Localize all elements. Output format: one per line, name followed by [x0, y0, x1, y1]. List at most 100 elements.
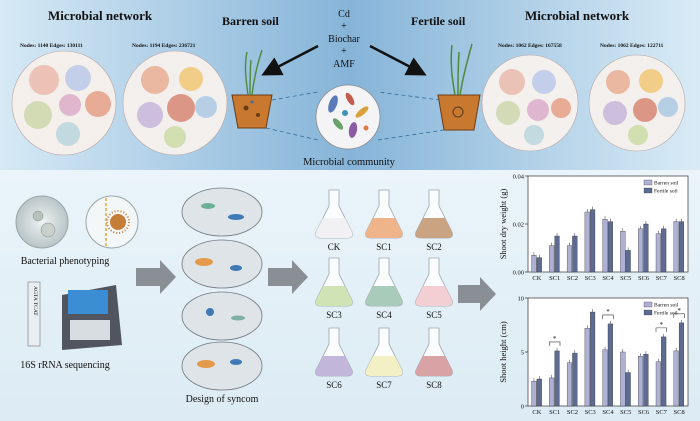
bar [643, 223, 649, 273]
bar [549, 245, 555, 273]
significance-bracket [549, 341, 561, 346]
barren-soil-label: Barren soil [222, 14, 279, 28]
flask-liquid [365, 356, 403, 376]
bacterial-phenotyping-label: Bacterial phenotyping [21, 256, 110, 267]
significance-marker: * [677, 307, 681, 315]
x-tick-label: SC5 [620, 409, 631, 416]
flask-liquid [415, 218, 453, 238]
bar [584, 211, 590, 273]
significance-marker: * [553, 335, 557, 343]
flask-label: SC7 [376, 380, 392, 390]
dna-sequence: AGTA TCAT [32, 286, 38, 316]
flask-label: SC5 [426, 310, 442, 320]
x-tick-label: SC5 [620, 275, 631, 282]
fertile-soil-pot [437, 43, 481, 131]
y-tick-label: 0.04 [513, 174, 525, 181]
flask-label: SC6 [326, 380, 342, 390]
bar [678, 221, 685, 273]
arrow-to-barren-soil [261, 44, 319, 76]
bar [572, 352, 578, 407]
bar [678, 322, 685, 407]
x-tick-label: SC7 [656, 275, 668, 282]
legend-label: Fertile soil [654, 189, 678, 195]
significance-bracket [602, 314, 614, 319]
significance-bracket [655, 327, 667, 332]
sequencer-machine [62, 285, 122, 350]
y-tick-label: 0.02 [513, 222, 524, 229]
bar [554, 350, 560, 407]
bar [572, 235, 578, 273]
flask-liquid [315, 356, 353, 376]
bar [643, 353, 649, 407]
left-network-title: Microbial network [48, 8, 153, 23]
barren-soil-pot [231, 49, 273, 129]
flask-liquid [365, 218, 403, 238]
network-stats: Nodes: 1062 Edges: 167558 [498, 43, 562, 49]
legend-swatch [643, 187, 653, 194]
cd-label: Cd [338, 9, 350, 20]
bar [638, 356, 644, 407]
flask-liquid [415, 286, 453, 306]
bar [536, 257, 542, 273]
amf-label: AMF [333, 59, 355, 70]
flask-liquid [315, 286, 353, 306]
bar [625, 372, 631, 407]
bar [566, 362, 573, 407]
significance-bracket [673, 313, 685, 318]
x-tick-label: SC1 [549, 409, 560, 416]
bar [590, 311, 596, 407]
bar [554, 235, 560, 273]
fertile-soil-label: Fertile soil [411, 14, 466, 28]
petri-dish-halo [85, 195, 139, 249]
y-axis-label: Shoot height (cm) [498, 321, 508, 383]
flask: CK [315, 189, 353, 252]
bar [607, 221, 613, 273]
significance-marker: * [660, 321, 664, 329]
bar [602, 349, 608, 407]
x-tick-label: SC2 [567, 409, 578, 416]
bar [638, 228, 644, 273]
bar [655, 361, 661, 407]
arrow-to-fertile-soil [369, 44, 427, 76]
arrow-to-flasks [268, 260, 308, 294]
flask-label: SC1 [376, 242, 392, 252]
x-tick-label: SC8 [674, 409, 685, 416]
dna-strip: AGTA TCAT [27, 281, 41, 347]
x-tick-label: SC6 [638, 275, 650, 282]
biochar-label: Biochar [328, 34, 360, 45]
flask-liquid [365, 286, 403, 306]
legend-label: Barren soil [654, 303, 679, 309]
x-tick-label: SC4 [602, 409, 614, 416]
treatment-stack: Cd + Biochar + AMF [328, 9, 360, 70]
bar [607, 323, 613, 407]
legend-swatch [643, 309, 653, 316]
x-tick-label: SC3 [585, 275, 596, 282]
right-network-title: Microbial network [525, 8, 630, 23]
y-tick-label: 0 [521, 404, 524, 411]
y-tick-label: 0.00 [513, 270, 524, 277]
legend-swatch [643, 179, 653, 186]
flask-label: SC4 [376, 310, 392, 320]
syncom-designs [181, 187, 263, 391]
plus-sign: + [341, 46, 347, 57]
network-graph [11, 50, 117, 156]
legend-label: Barren soil [654, 181, 679, 187]
x-tick-label: CK [532, 409, 541, 416]
flask-label: SC2 [426, 242, 442, 252]
flask-liquid [315, 218, 353, 238]
arrow-to-syncom-design [136, 260, 176, 294]
microbial-community-lens [265, 84, 445, 150]
y-axis-label: Shoot dry weight (g) [498, 189, 508, 260]
flask: SC6 [315, 327, 353, 390]
y-tick-label: 5 [521, 350, 524, 357]
petri-dish [15, 195, 69, 249]
network-stats: Nodes: 1140 Edges: 130111 [20, 43, 83, 49]
x-tick-label: SC8 [674, 275, 685, 282]
flask: SC1 [365, 189, 403, 252]
legend-label: Fertile soil [654, 311, 678, 317]
bar [566, 245, 573, 273]
